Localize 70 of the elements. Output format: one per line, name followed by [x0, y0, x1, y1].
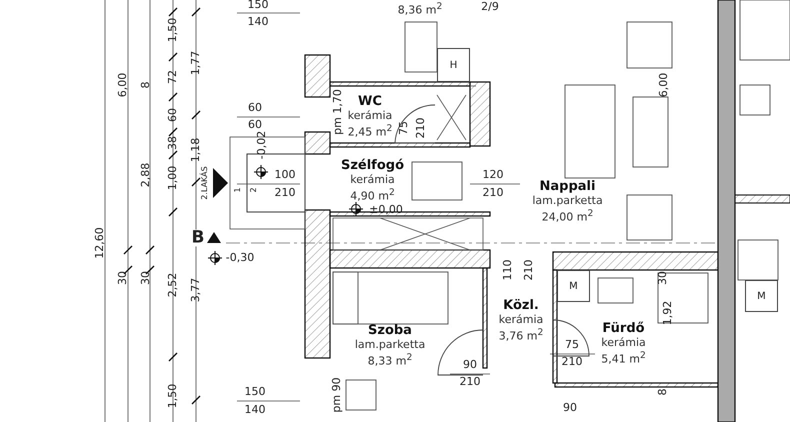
- dimension-label: 120: [482, 169, 504, 181]
- dimension-label: 30: [657, 271, 669, 285]
- dimension-label: 8: [140, 82, 152, 88]
- dimension-label: 140: [244, 404, 266, 416]
- dimension-label: 150: [248, 0, 268, 11]
- dimension-label: 2,88: [140, 162, 152, 188]
- floor-area: 24,00 m$^{2}$: [542, 206, 594, 224]
- dimension-label: 210: [482, 187, 504, 199]
- dimension-label: 1,50: [167, 384, 179, 408]
- dimension-label: 72: [167, 70, 179, 84]
- dimension-label: 12,60: [94, 227, 106, 259]
- dimension-label: 210: [460, 376, 480, 388]
- dimension-label: pm 90: [331, 377, 343, 413]
- dimension-label: 1: [234, 187, 242, 193]
- floor-finish: kerámia: [350, 172, 395, 186]
- dimension-label: 1,50: [167, 18, 179, 42]
- room-name: Közl.: [503, 298, 539, 313]
- dimension-label: 210: [415, 118, 427, 138]
- dimension-label: 6,00: [117, 72, 129, 98]
- dimension-label: -0,02: [256, 130, 268, 160]
- dimension-label: 150: [244, 386, 266, 398]
- dimension-label: 2/9: [481, 1, 499, 13]
- dimension-label: 90: [463, 359, 477, 371]
- dimension-label: 210: [274, 187, 296, 199]
- floor-finish: kerámia: [348, 108, 392, 122]
- dimension-label: 1,77: [190, 50, 202, 76]
- dimension-label: 90: [563, 402, 577, 414]
- dimension-label: -0,30: [226, 252, 254, 264]
- dimension-label: pm 1,70: [332, 89, 344, 135]
- room-name: WC: [358, 94, 382, 109]
- room-name: Fürdő: [602, 321, 645, 336]
- section-letter: B: [192, 230, 204, 246]
- dimension-label: 210: [523, 260, 535, 280]
- room-name: Szélfogó: [340, 158, 404, 173]
- dimension-label: 2,52: [167, 272, 179, 298]
- floor-finish: lam.parketta: [354, 338, 426, 351]
- appliance-marker: M: [745, 280, 778, 312]
- floor-finish: kerámia: [498, 312, 544, 326]
- floor-area: 8,33 m$^{2}$: [368, 350, 412, 368]
- floor-area: 3,76 m$^{2}$: [498, 326, 544, 342]
- dimension-label: 1,00: [167, 166, 179, 190]
- dimension-label: 30: [117, 271, 129, 285]
- appliance-marker: M: [557, 270, 590, 302]
- dimension-label: 2.LAKÁS: [201, 166, 209, 200]
- appliance-marker: H: [437, 48, 470, 82]
- dimension-label: 2: [250, 187, 258, 193]
- dimension-label: 8: [657, 388, 669, 396]
- dimension-label: 110: [502, 260, 514, 280]
- floor-area: 5,41 m$^{2}$: [601, 349, 646, 366]
- dimension-label: 75: [398, 121, 410, 135]
- dimension-label: 100: [274, 169, 296, 181]
- dimension-label: 60: [167, 108, 179, 122]
- dimension-label: 30: [140, 271, 152, 285]
- floor-area: 4,90 m$^{2}$: [350, 186, 395, 202]
- floor-finish: lam.parketta: [532, 194, 603, 207]
- dimension-label: 3,77: [190, 278, 202, 302]
- dimension-label: 1,92: [662, 300, 674, 326]
- dimension-label: 75: [565, 339, 579, 351]
- dimension-label: 38: [167, 136, 179, 150]
- dimension-label: 6,00: [658, 72, 670, 98]
- dimension-label: 1,18: [190, 138, 202, 162]
- dimension-label: 140: [248, 16, 268, 28]
- dimension-label: 60: [248, 119, 262, 131]
- room-name: Nappali: [540, 178, 596, 194]
- dimension-label: 210: [562, 356, 582, 368]
- floor-finish: kerámia: [601, 336, 646, 350]
- dimension-label: 60: [248, 102, 262, 114]
- floor-area: 8,36 m$^{2}$: [398, 0, 442, 16]
- floor-area: 2,45 m$^{2}$: [348, 122, 392, 138]
- room-name: Szoba: [368, 322, 412, 338]
